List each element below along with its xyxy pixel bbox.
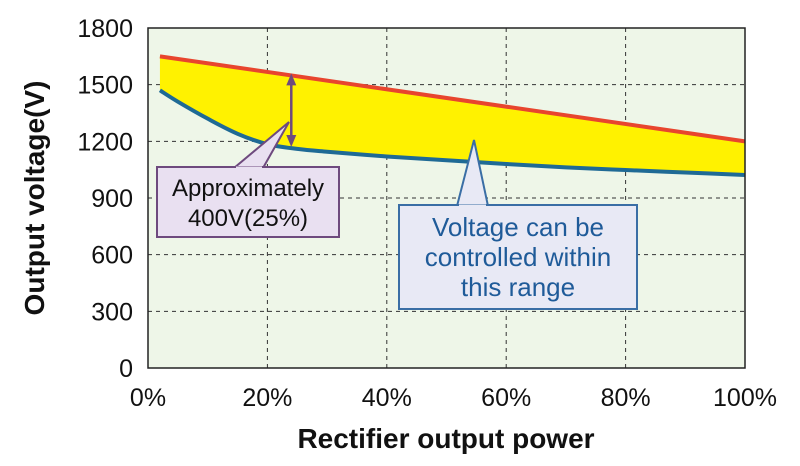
- y-tick-label: 600: [91, 242, 133, 270]
- y-tick-label: 300: [91, 298, 133, 326]
- y-tick-labels: 0 300 600 900 1200 1500 1800: [77, 15, 133, 383]
- difference-callout-line-1: Approximately: [172, 175, 324, 202]
- x-tick-label: 100%: [713, 384, 777, 412]
- y-tick-label: 1800: [77, 15, 133, 43]
- x-tick-labels: 0% 20% 40% 60% 80% 100%: [130, 384, 777, 412]
- difference-arrow-head-down: [286, 135, 297, 147]
- range-callout-line-1: Voltage can be: [432, 212, 604, 242]
- y-tick-label: 1200: [77, 128, 133, 156]
- difference-callout-box: [156, 166, 340, 238]
- difference-callout-line-2: 400V(25%): [188, 205, 308, 232]
- x-tick-label: 80%: [601, 384, 651, 412]
- controllable-range-fill: [159, 56, 745, 175]
- y-axis-title: Output voltage(V): [19, 81, 50, 316]
- range-callout-line-3: this range: [461, 272, 575, 302]
- upper-voltage-line: [159, 54, 746, 144]
- range-callout-box: [398, 204, 638, 310]
- difference-callout: Approximately 400V(25%): [156, 121, 340, 238]
- plot-frame: [147, 27, 746, 369]
- x-axis-title: Rectifier output power: [297, 423, 594, 454]
- x-tick-label: 40%: [362, 384, 412, 412]
- y-tick-label: 1500: [77, 72, 133, 100]
- lower-voltage-line: [158, 88, 746, 177]
- difference-arrow-head-up: [286, 73, 297, 86]
- y-tick-label: 900: [91, 185, 133, 213]
- x-tick-label: 0%: [130, 384, 166, 412]
- x-tick-label: 20%: [242, 384, 292, 412]
- range-callout: Voltage can be controlled within this ra…: [398, 139, 638, 310]
- x-tick-label: 60%: [481, 384, 531, 412]
- difference-arrow: [286, 73, 297, 147]
- y-tick-label: 0: [119, 355, 133, 383]
- range-callout-line-2: controlled within: [425, 242, 611, 272]
